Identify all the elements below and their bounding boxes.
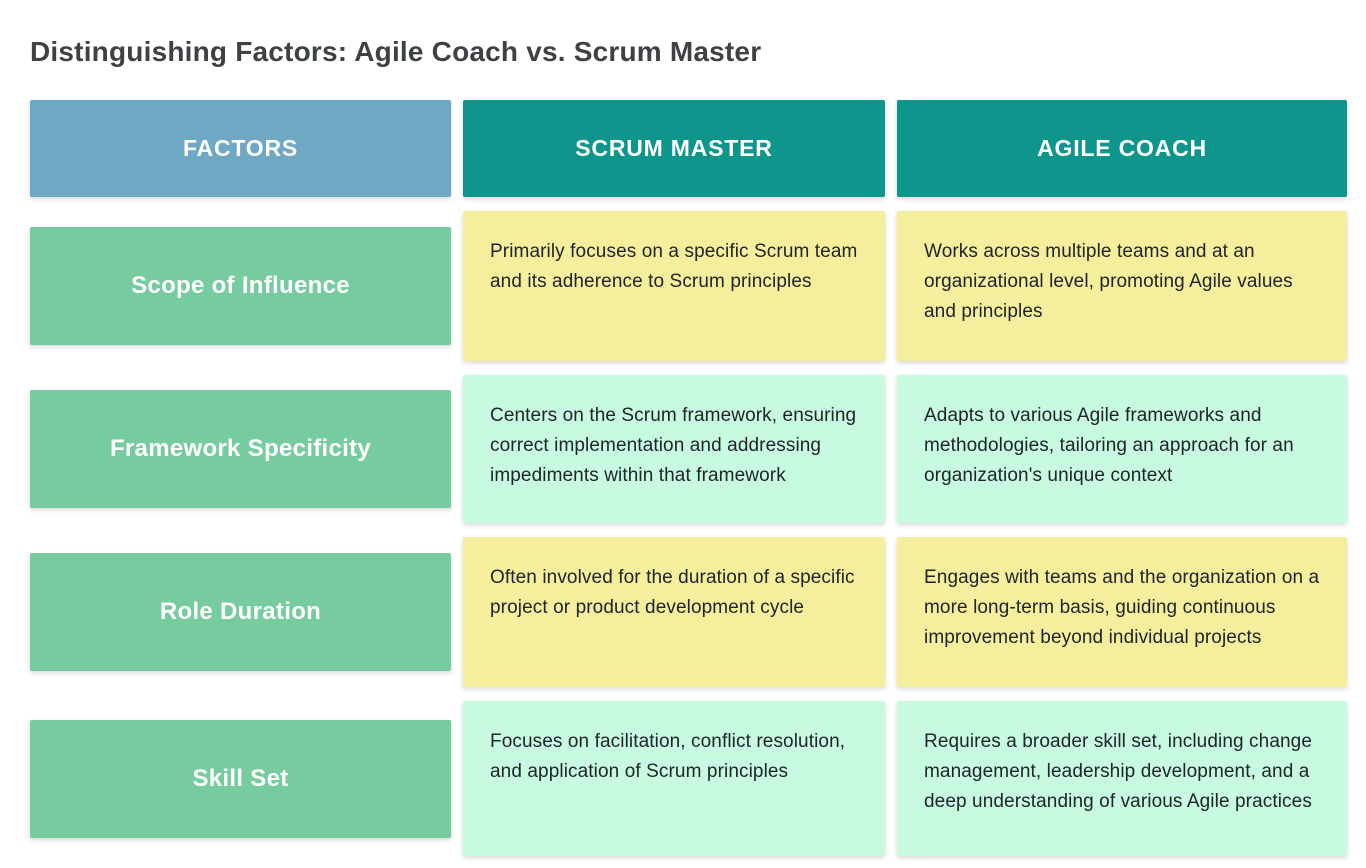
factor-label-scope-of-influence: Scope of Influence (30, 227, 451, 345)
factor-label-role-duration: Role Duration (30, 553, 451, 671)
factor-label-framework-specificity: Framework Specificity (30, 390, 451, 508)
comparison-table: FACTORS SCRUM MASTER AGILE COACH Scope o… (30, 100, 1347, 856)
column-header-factors: FACTORS (30, 100, 451, 197)
scrum-master-cell-role-duration: Often involved for the duration of a spe… (463, 537, 885, 687)
scrum-master-cell-scope-of-influence: Primarily focuses on a specific Scrum te… (463, 211, 885, 361)
scrum-master-cell-skill-set: Focuses on facilitation, conflict resolu… (463, 701, 885, 856)
agile-coach-cell-role-duration: Engages with teams and the organization … (897, 537, 1347, 687)
page-title: Distinguishing Factors: Agile Coach vs. … (30, 36, 762, 67)
column-header-agile-coach: AGILE COACH (897, 100, 1347, 197)
column-header-scrum-master: SCRUM MASTER (463, 100, 885, 197)
scrum-master-cell-framework-specificity: Centers on the Scrum framework, ensuring… (463, 375, 885, 523)
agile-coach-cell-framework-specificity: Adapts to various Agile frameworks and m… (897, 375, 1347, 523)
agile-coach-cell-skill-set: Requires a broader skill set, including … (897, 701, 1347, 856)
factor-label-skill-set: Skill Set (30, 719, 451, 838)
agile-coach-cell-scope-of-influence: Works across multiple teams and at an or… (897, 211, 1347, 361)
